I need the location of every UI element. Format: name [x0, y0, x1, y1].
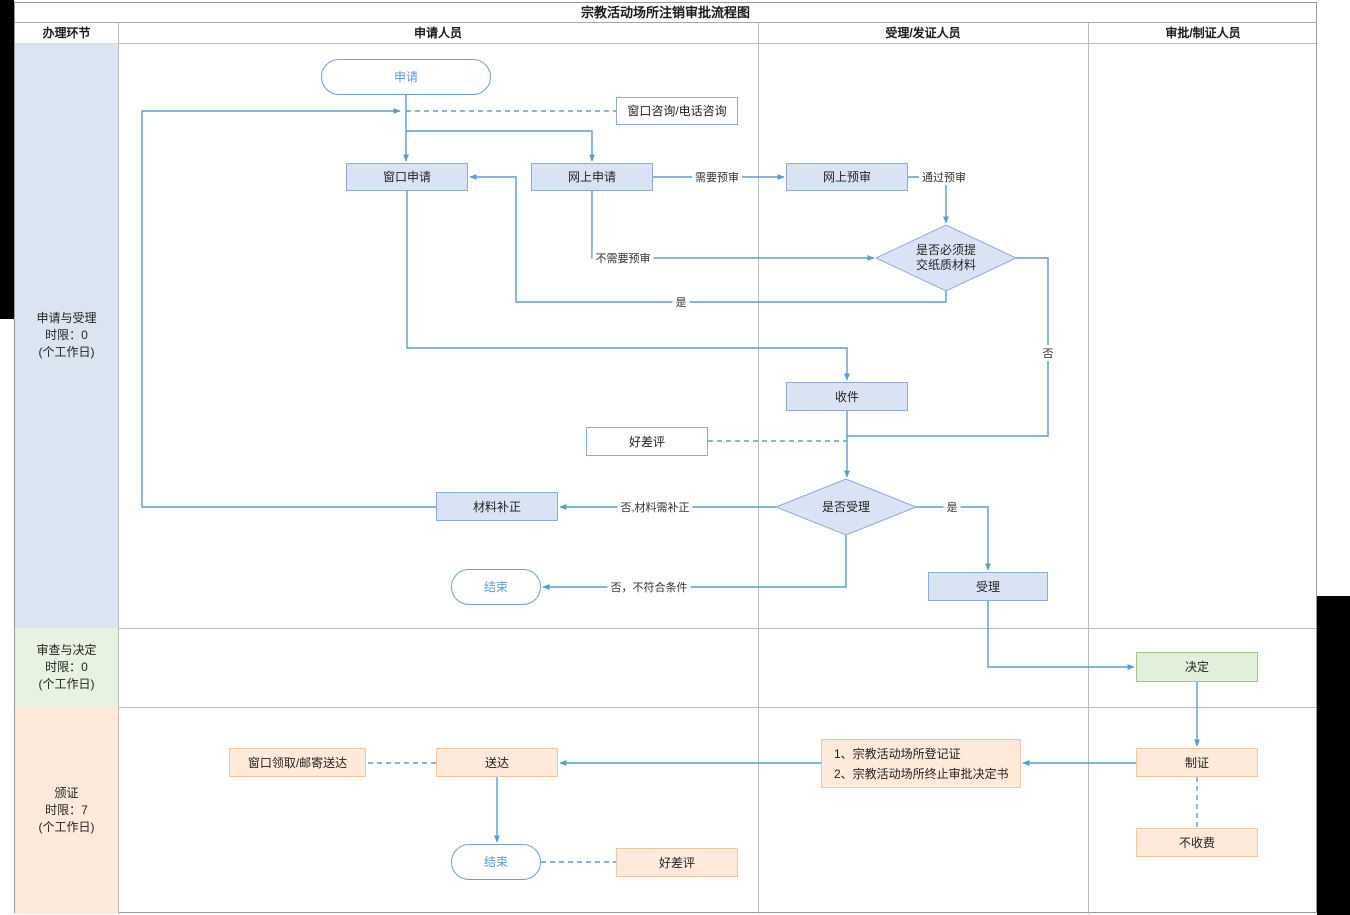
- document-line2: 2、宗教活动场所终止审批决定书: [834, 766, 1009, 781]
- stage-cell-certify: 颁证 时限：7 (个工作日): [15, 707, 118, 914]
- column-separator-1: [118, 23, 119, 914]
- page-title: 宗教活动场所注销审批流程图: [15, 3, 1316, 23]
- node-end-1: 结束: [451, 569, 541, 605]
- edge-window-apply-to-receive: [406, 191, 850, 381]
- edge-label-need-precheck: 需要预审: [692, 169, 742, 185]
- column-separator-3: [1088, 23, 1089, 914]
- column-header-acceptor: 受理/发证人员: [885, 26, 961, 40]
- background-corner-right: [1317, 596, 1350, 915]
- row-separator-1: [15, 628, 1316, 629]
- edge-decision-to-end1: [542, 535, 847, 590]
- node-review-bottom: 好差评: [616, 848, 738, 877]
- node-review-top: 好差评: [586, 427, 708, 456]
- edge-no-precheck-to-paper-decision: [591, 191, 875, 261]
- decision-need-paper-shape: [874, 224, 1018, 292]
- column-header-approver: 审批/制证人员: [1165, 26, 1241, 40]
- stage-cell-review-decide: 审查与决定 时限：0 (个工作日): [15, 628, 118, 707]
- column-header-steps: 办理环节: [42, 26, 91, 40]
- row-separator-2: [15, 707, 1316, 708]
- node-accept: 受理: [928, 572, 1048, 601]
- stage-unit: (个工作日): [38, 677, 95, 691]
- node-material-fix: 材料补正: [436, 492, 558, 521]
- node-documents: 1、宗教活动场所登记证 2、宗教活动场所终止审批决定书: [821, 739, 1021, 788]
- edge-apply-to-online-apply: [406, 130, 595, 162]
- node-no-fee: 不收费: [1136, 828, 1258, 857]
- document-line1: 1、宗教活动场所登记证: [834, 746, 961, 761]
- edge-decision-to-accept: [916, 506, 991, 571]
- stage-limit: 时限：0: [45, 328, 88, 342]
- node-window-apply: 窗口申请: [346, 163, 468, 191]
- edge-label-yes-accept: 是: [943, 499, 961, 515]
- node-apply-start: 申请: [321, 59, 491, 95]
- node-accept-decision: 是否受理: [776, 479, 916, 535]
- stage-name: 审查与决定: [36, 643, 97, 657]
- edge-label-no-paper: 否: [1039, 345, 1057, 361]
- edge-accept-to-decide: [987, 601, 1135, 670]
- edge-label-no-precheck: 不需要预审: [592, 250, 654, 266]
- edge-material-fix-feedback: [141, 108, 436, 508]
- flow-connectors: [141, 95, 1200, 863]
- stage-limit: 时限：7: [45, 803, 88, 817]
- stage-unit: (个工作日): [38, 345, 95, 359]
- node-online-apply: 网上申请: [531, 163, 653, 191]
- decision-text-line1: 是否必须提: [915, 243, 976, 257]
- edge-paper-yes-to-window-apply: [469, 174, 947, 303]
- column-separator-2: [758, 23, 759, 914]
- node-decide: 决定: [1136, 652, 1258, 682]
- decision-text-line2: 交纸质材料: [915, 258, 976, 272]
- edge-label-no-fix: 否,材料需补正: [617, 499, 693, 515]
- node-consult: 窗口咨询/电话咨询: [616, 97, 738, 125]
- decision-accept-shape: [774, 478, 918, 536]
- node-pickup: 窗口领取/邮寄送达: [229, 748, 366, 777]
- background-corner-left: [0, 0, 14, 319]
- flowchart: 宗教活动场所注销审批流程图 办理环节 申请人员 受理/发证人员 审批/制证人员 …: [14, 2, 1317, 914]
- node-make-cert: 制证: [1136, 748, 1258, 777]
- edge-label-no-reject: 否，不符合条件: [607, 579, 691, 595]
- stage-cell-apply-accept: 申请与受理 时限：0 (个工作日): [15, 43, 118, 628]
- node-online-precheck: 网上预审: [786, 163, 908, 191]
- node-need-paper-decision: 是否必须提 交纸质材料: [876, 225, 1016, 291]
- node-deliver: 送达: [436, 748, 558, 777]
- header-bottom-line: [15, 43, 1316, 44]
- node-end-2: 结束: [451, 844, 541, 880]
- stage-unit: (个工作日): [38, 820, 95, 834]
- stage-name: 颁证: [54, 786, 79, 800]
- edge-label-yes-paper: 是: [672, 294, 690, 310]
- decision-text: 是否受理: [821, 499, 870, 514]
- column-header-applicant: 申请人员: [413, 26, 462, 40]
- node-receive: 收件: [786, 382, 908, 411]
- stage-limit: 时限：0: [45, 660, 88, 674]
- edge-label-pass-precheck: 通过预审: [919, 169, 969, 185]
- stage-name: 申请与受理: [36, 311, 97, 325]
